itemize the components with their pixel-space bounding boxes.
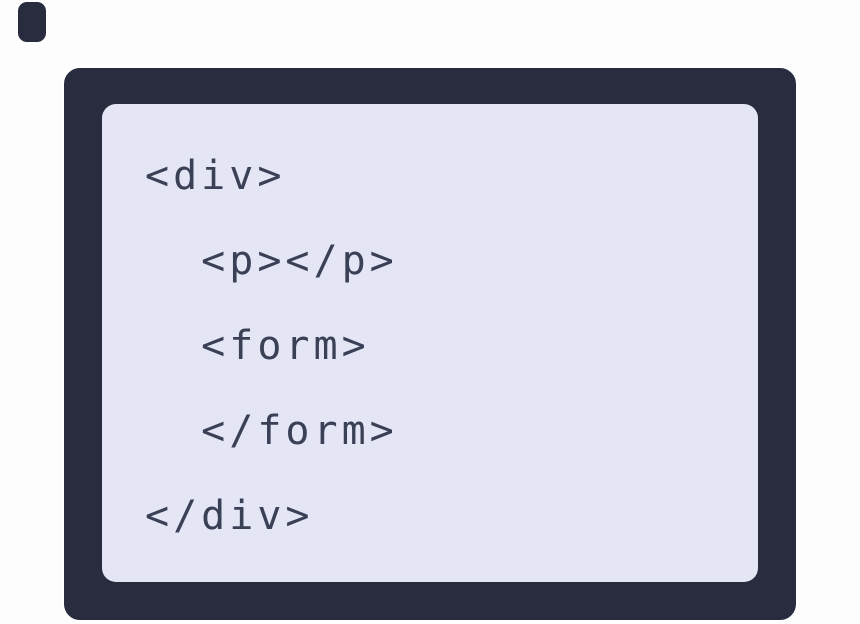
code-line: </div> (145, 493, 314, 539)
code-line: <div> (145, 153, 286, 199)
code-line: </form> (145, 408, 398, 454)
code-lines: <div> <p></p> <form> </form> </div> (102, 104, 758, 559)
code-line: <p></p> (145, 238, 398, 284)
code-card: <div> <p></p> <form> </form> </div> (62, 66, 798, 622)
code-line: <form> (145, 323, 370, 369)
corner-decor-shape (18, 2, 46, 42)
code-panel: <div> <p></p> <form> </form> </div> (102, 104, 758, 582)
